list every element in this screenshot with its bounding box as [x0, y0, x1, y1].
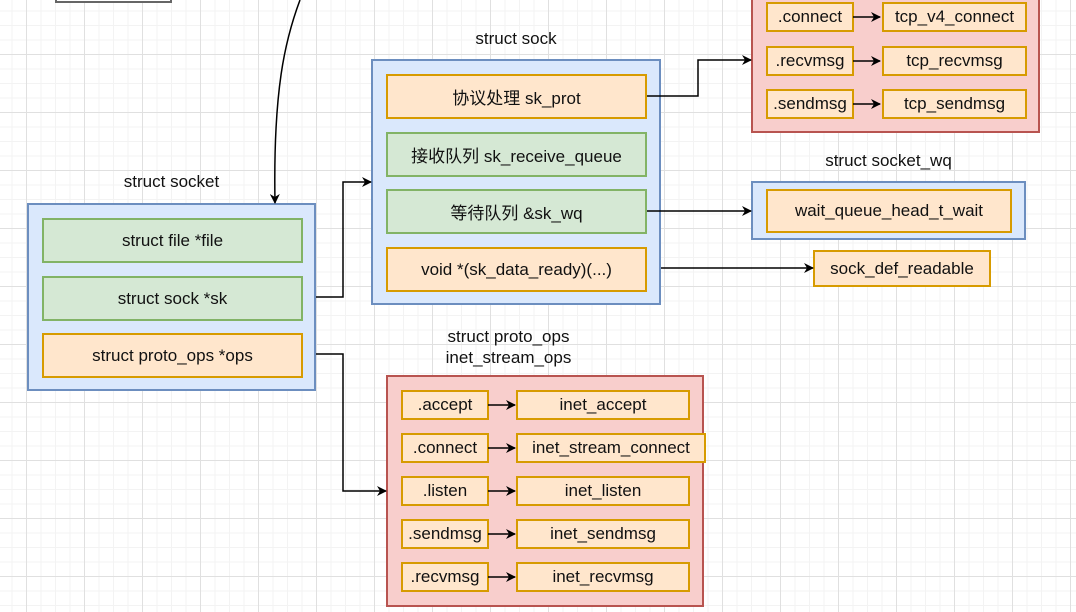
socket-wq-title: struct socket_wq	[825, 151, 952, 170]
sock-field-data-ready[interactable]: void *(sk_data_ready)(...)	[386, 247, 647, 292]
tcp-op-recvmsg[interactable]: .recvmsg	[766, 46, 854, 76]
tcp-op-connect[interactable]: .connect	[766, 2, 854, 32]
ops-impl-sendmsg[interactable]: inet_sendmsg	[516, 519, 690, 549]
socket-field-sk[interactable]: struct sock *sk	[42, 276, 303, 321]
ops-op-listen[interactable]: .listen	[401, 476, 489, 506]
arrow-ops-to-proto-ops	[316, 353, 387, 496]
sock-title: struct sock	[475, 29, 557, 48]
tcp-impl-sendmsg[interactable]: tcp_sendmsg	[882, 89, 1027, 119]
sock-field-sk-wq[interactable]: 等待队列 &sk_wq	[386, 189, 647, 234]
ops-impl-listen[interactable]: inet_listen	[516, 476, 690, 506]
proto-ops-title-line2: inet_stream_ops	[445, 348, 572, 367]
offscreen-node	[55, 0, 172, 3]
tcp-impl-connect[interactable]: tcp_v4_connect	[882, 2, 1027, 32]
ops-impl-accept[interactable]: inet_accept	[516, 390, 690, 420]
arrow-sk-to-sock	[316, 177, 372, 298]
sock-field-receive-queue[interactable]: 接收队列 sk_receive_queue	[386, 132, 647, 177]
tcp-op-sendmsg[interactable]: .sendmsg	[766, 89, 854, 119]
sock-struct: 协议处理 sk_prot 接收队列 sk_receive_queue 等待队列 …	[371, 59, 661, 305]
socket-wq-struct: wait_queue_head_t_wait	[751, 181, 1026, 240]
ops-impl-recvmsg[interactable]: inet_recvmsg	[516, 562, 690, 592]
ops-op-recvmsg[interactable]: .recvmsg	[401, 562, 489, 592]
proto-ops-struct: .accept inet_accept .connect inet_stream…	[386, 375, 706, 607]
sock-def-readable[interactable]: sock_def_readable	[813, 250, 991, 287]
socket-field-file[interactable]: struct file *file	[42, 218, 303, 263]
arrow-skprot-to-tcp	[647, 55, 752, 97]
socket-title: struct socket	[123, 172, 220, 191]
ops-op-connect[interactable]: .connect	[401, 433, 489, 463]
ops-impl-connect[interactable]: inet_stream_connect	[516, 433, 706, 463]
ops-op-sendmsg[interactable]: .sendmsg	[401, 519, 489, 549]
proto-ops-title-line1: struct proto_ops	[447, 327, 570, 346]
socket-field-ops[interactable]: struct proto_ops *ops	[42, 333, 303, 378]
tcp-impl-recvmsg[interactable]: tcp_recvmsg	[882, 46, 1027, 76]
ops-op-accept[interactable]: .accept	[401, 390, 489, 420]
socket-struct: struct file *file struct sock *sk struct…	[27, 203, 316, 391]
socket-wq-field-wait[interactable]: wait_queue_head_t_wait	[766, 189, 1012, 233]
tcp-proto-struct: .connect tcp_v4_connect .recvmsg tcp_rec…	[751, 0, 1040, 133]
sock-field-sk-prot[interactable]: 协议处理 sk_prot	[386, 74, 647, 119]
